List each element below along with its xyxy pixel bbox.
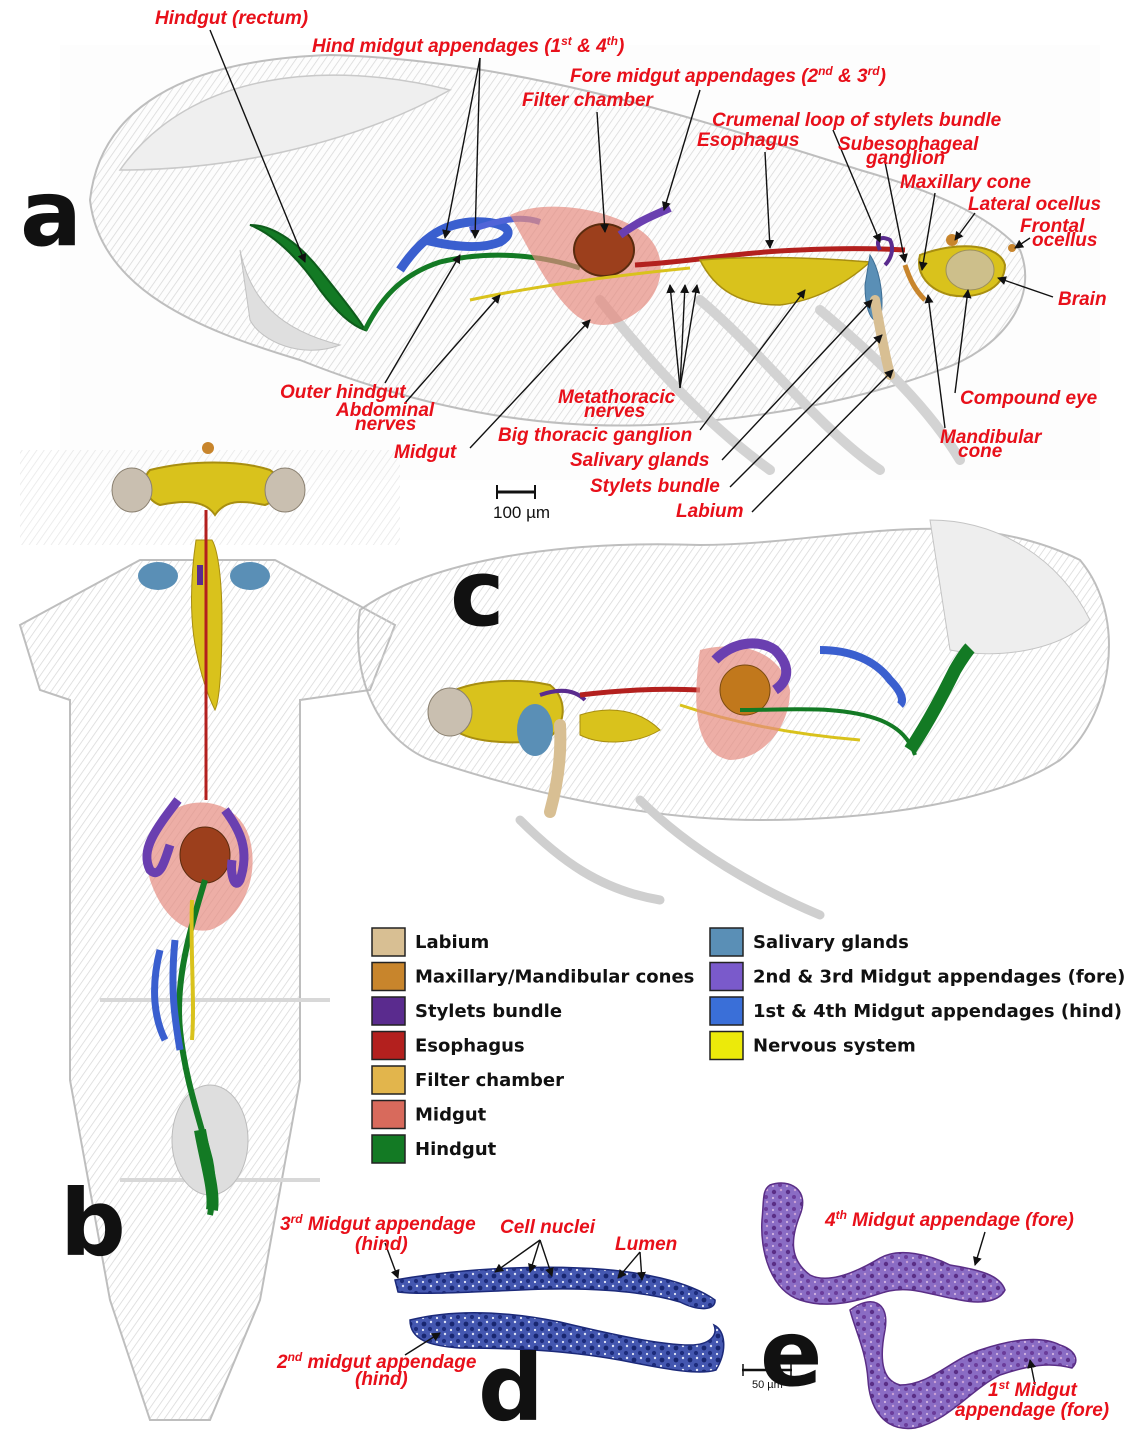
label-frontal-2: ocellus [1032,230,1097,251]
legend-swatch [710,963,743,991]
panel-b: b [20,442,400,1420]
panel-letter-d: d [478,1335,544,1439]
legend-swatch [710,928,743,956]
panel-e: 4th Midgut appendage (fore) 1st Midgut a… [742,1183,1109,1428]
legend-label: Midgut [415,1105,487,1126]
legend-swatch [372,1032,405,1060]
scale-bar-a-label: 100 µm [493,503,550,522]
label-lumen: Lumen [615,1234,677,1255]
legend-label: Labium [415,932,489,953]
legend-label: Maxillary/Mandibular cones [415,967,694,988]
third-appendage-section [395,1267,715,1308]
label-labium: Labium [676,501,744,522]
panel-letter-e: e [760,1300,822,1407]
panel-letter-a: a [20,160,82,267]
label-first-midgut: 1st Midgut [988,1378,1077,1401]
legend-label: Stylets bundle [415,1001,562,1022]
label-big-thoracic-ganglion: Big thoracic ganglion [498,425,692,446]
label-first-appendage-fore: appendage (fore) [955,1400,1109,1421]
legend-swatch [710,997,743,1025]
panel-c: c [358,520,1109,915]
label-brain: Brain [1058,289,1107,310]
label-third-hind: (hind) [355,1234,408,1255]
legend-swatch [372,928,405,956]
label-mandibular-2: cone [958,441,1003,462]
legend-label: Nervous system [753,1036,916,1057]
label-subesophageal-2: ganglion [865,148,945,169]
label-filter-chamber: Filter chamber [522,90,655,111]
label-fore-midgut-appendages: Fore midgut appendages (2nd & 3rd) [570,64,886,87]
legend-swatch [372,1101,405,1129]
label-maxillary-cone: Maxillary cone [900,172,1031,193]
legend-label: Filter chamber [415,1070,564,1091]
legend-swatch [372,963,405,991]
label-metathoracic-2: nerves [584,401,645,422]
label-abdominal-2: nerves [355,414,416,435]
panel-d: 3rd Midgut appendage (hind) Cell nuclei … [276,1212,724,1439]
label-second-hind: (hind) [355,1369,408,1390]
label-compound-eye: Compound eye [960,388,1098,409]
label-esophagus: Esophagus [697,130,799,151]
legend-swatch [710,1032,743,1060]
fourth-appendage-section [762,1183,1005,1304]
legend-label: Hindgut [415,1139,497,1160]
label-midgut: Midgut [394,442,457,463]
scale-bar-a: 100 µm [493,485,550,522]
label-fourth-midgut-appendage: 4th Midgut appendage (fore) [824,1208,1074,1231]
label-hind-midgut-appendages: Hind midgut appendages (1st & 4th) [312,34,624,57]
label-lateral-ocellus: Lateral ocellus [968,194,1101,215]
panel-letter-b: b [60,1170,126,1277]
legend-swatch [372,1066,405,1094]
label-crumenal-loop: Crumenal loop of stylets bundle [712,110,1002,131]
legend-label: 2nd & 3rd Midgut appendages (fore) [753,967,1125,988]
legend-label: 1st & 4th Midgut appendages (hind) [753,1001,1122,1022]
legend-label: Salivary glands [753,932,909,953]
label-hindgut-rectum: Hindgut (rectum) [155,8,308,29]
label-salivary-glands: Salivary glands [570,450,709,471]
label-third-midgut-appendage: 3rd Midgut appendage [280,1212,476,1235]
legend-swatch [372,1135,405,1163]
label-cell-nuclei: Cell nuclei [500,1217,596,1238]
legend-label: Esophagus [415,1036,525,1057]
label-stylets-bundle: Stylets bundle [590,476,720,497]
panel-a: Hindgut (rectum) Hind midgut appendages … [20,8,1107,522]
panel-letter-c: c [450,540,505,647]
legend-swatch [372,997,405,1025]
